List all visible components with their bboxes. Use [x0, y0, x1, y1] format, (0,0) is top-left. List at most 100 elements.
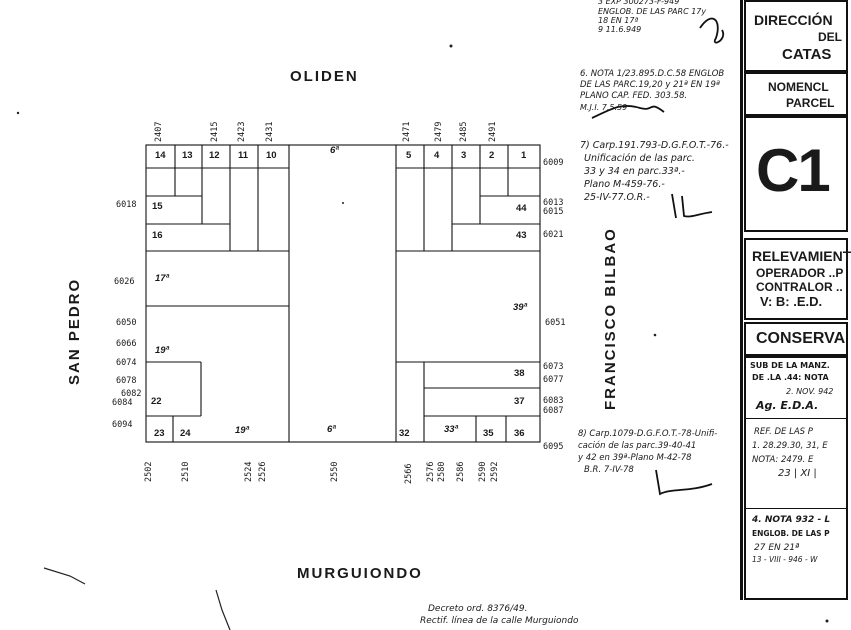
note-line: Unificación de las parc. — [584, 153, 695, 164]
plot-label: 36 — [514, 428, 525, 439]
note-line: ENGLOB. DE LAS PARC 17y — [598, 7, 707, 16]
panel-note: 4. NOTA 932 - L — [752, 515, 831, 525]
panel-note: DE .LA .44: NOTA — [752, 373, 829, 382]
note-line: M.J.I. 7.5.59 — [580, 103, 628, 112]
note-line: B.R. 7-IV-78 — [584, 465, 634, 475]
plot-label: 6ª — [330, 145, 339, 156]
plot-label: 10 — [266, 150, 277, 161]
note-line: 9 11.6.949 — [598, 25, 642, 34]
door-number: 6051 — [545, 318, 566, 328]
panel-nomenclatura: NOMENCL PARCEL — [744, 72, 848, 116]
plot-label: 33ª — [444, 424, 459, 435]
plot-label: 44 — [516, 203, 527, 214]
door-number: 6074 — [116, 358, 137, 368]
panel-label: CONSERVA — [756, 330, 846, 347]
door-number: 6013 — [543, 198, 564, 208]
note-line: 7) Carp.191.793-D.G.F.O.T.-76.- — [580, 140, 729, 151]
plot-label: 24 — [180, 428, 191, 439]
block-outline — [145, 144, 541, 443]
panel-note: Ag. E.D.A. — [756, 399, 819, 412]
door-number: 2502 — [144, 461, 154, 482]
note-line: cación de las parc.39-40-41 — [578, 441, 697, 451]
door-number: 2576 — [426, 461, 436, 482]
plot-label: 23 — [154, 428, 165, 439]
street-west: SAN PEDRO — [66, 277, 83, 385]
note-line: 18 EN 17ª — [598, 16, 639, 25]
note-line: 3 EXP 300273-F-949 — [598, 0, 680, 6]
door-number: 6095 — [543, 442, 564, 452]
door-number: 6009 — [543, 158, 564, 168]
door-number: 2586 — [456, 461, 466, 482]
panel-note: 27 EN 21ª — [754, 543, 800, 553]
panel-label: NOMENCL — [768, 80, 829, 94]
door-number: 2510 — [181, 461, 191, 482]
panel-subtitle: CATAS — [782, 46, 832, 63]
door-number: 2431 — [265, 121, 275, 142]
plot-label: 37 — [514, 396, 525, 407]
door-number: 6083 — [543, 396, 564, 406]
panel-subtitle: DEL — [818, 30, 842, 44]
panel-note: REF. DE LAS P — [754, 427, 813, 437]
plot-label: 43 — [516, 230, 527, 241]
door-number: 6021 — [543, 230, 564, 240]
door-number: 6066 — [116, 339, 137, 349]
panel-conservacion-notes: SUB DE LA MANZ. DE .LA .44: NOTA 2. NOV.… — [744, 356, 848, 600]
panel-note: SUB DE LA MANZ. — [750, 361, 830, 370]
street-south: MURGUIONDO — [297, 565, 423, 582]
door-number: 2471 — [402, 121, 412, 142]
door-number: 6073 — [543, 362, 564, 372]
door-number: 6015 — [543, 207, 564, 217]
door-number: 6018 — [116, 200, 137, 210]
door-number: 2592 — [490, 461, 500, 482]
plot-label: 3 — [461, 150, 467, 161]
door-number: 6087 — [543, 406, 564, 416]
plot-label: 5 — [406, 150, 412, 161]
plot-label: 19ª — [155, 345, 170, 356]
door-number: 2415 — [210, 121, 220, 142]
door-number: 2407 — [154, 121, 164, 142]
door-number: 6082 — [121, 389, 142, 399]
panel-note: ENGLOB. DE LAS P — [752, 529, 830, 538]
panel-note: 1. 28.29.30, 31, E — [752, 441, 828, 451]
door-number: 2485 — [459, 121, 469, 142]
panel-label: CONTRALOR .. — [756, 280, 843, 294]
plot-label: 16 — [152, 230, 163, 241]
door-number: 6094 — [112, 420, 133, 430]
note-line: 6. NOTA 1/23.895.D.C.58 ENGLOB — [580, 69, 725, 79]
plot-label: 19ª — [235, 425, 250, 436]
door-number: 6026 — [114, 277, 135, 287]
panel-note: 2. NOV. 942 — [786, 387, 834, 396]
door-number: 2550 — [330, 461, 340, 482]
panel-label: RELEVAMIENT — [752, 248, 851, 264]
plot-label: 38 — [514, 368, 525, 379]
note-line: Plano M-459-76.- — [584, 179, 665, 190]
door-number: 6078 — [116, 376, 137, 386]
door-number: 2566 — [404, 463, 414, 484]
panel-note: NOTA: 2479. E — [752, 455, 814, 465]
plot-label: 4 — [434, 150, 440, 161]
note-line: 25-IV-77.O.R.- — [584, 192, 650, 203]
note-line: 33 y 34 en parc.33ª.- — [584, 166, 685, 177]
decree-note: Decreto ord. 8376/49. — [428, 604, 528, 614]
note-line: PLANO CAP. FED. 303.58. — [580, 91, 688, 101]
panel-circunscripcion: C1 — [744, 116, 848, 232]
plot-label: 14 — [155, 150, 166, 161]
door-number: 2590 — [478, 461, 488, 482]
note-line: 8) Carp.1079-D.G.F.O.T.-78-Unifi- — [578, 429, 718, 439]
panel-title: DIRECCIÓN — [754, 12, 833, 28]
panel-label: V: B: .E.D. — [760, 294, 823, 309]
door-number: 2423 — [237, 121, 247, 142]
decree-note: Rectif. línea de la calle Murguiondo — [420, 616, 579, 626]
plot-label: 32 — [399, 428, 410, 439]
door-number: 2491 — [488, 121, 498, 142]
plot-label: 6ª — [327, 424, 336, 435]
plot-label: 13 — [182, 150, 193, 161]
door-number: 6050 — [116, 318, 137, 328]
door-number: 2580 — [437, 461, 447, 482]
panel-relevamiento: RELEVAMIENT OPERADOR ..P CONTRALOR .. V:… — [744, 238, 851, 320]
circunscripcion-code: C1 — [756, 137, 831, 204]
street-north: OLIDEN — [290, 68, 359, 85]
street-east: FRANCISCO BILBAO — [602, 227, 619, 410]
plot-label: 15 — [152, 201, 163, 212]
